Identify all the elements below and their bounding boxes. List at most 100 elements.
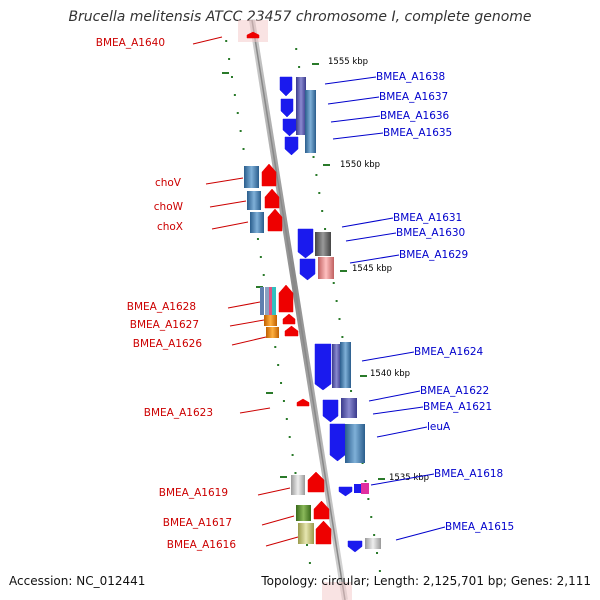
- map-title: Brucella melitensis ATCC 23457 chromosom…: [68, 9, 532, 25]
- gene-label-left: BMEA_A1627: [130, 319, 199, 331]
- gene-label-right: BMEA_A1615: [445, 521, 514, 533]
- left-tick-dot: [262, 274, 265, 276]
- kbp-tick-label: 1550 kbp: [340, 160, 380, 170]
- left-tick-mark: [222, 72, 229, 74]
- kbp-tick-label: 1540 kbp: [370, 369, 410, 379]
- right-tick-dot: [335, 300, 338, 302]
- right-tick-mark: [378, 478, 385, 480]
- left-tick-dot: [259, 256, 262, 258]
- left-tick-dot: [288, 436, 291, 438]
- gene-label-right: BMEA_A1622: [420, 385, 489, 397]
- gene-label-left: choW: [154, 201, 184, 213]
- left-tick-dot: [225, 40, 228, 42]
- gene-block-steel: [305, 90, 316, 153]
- gene-block-steel: [247, 191, 261, 210]
- gene-arrow-down: [338, 486, 353, 497]
- gene-arrow-down: [347, 540, 363, 553]
- gene-label-left: BMEA_A1617: [163, 517, 232, 529]
- gene-label-right: BMEA_A1621: [423, 401, 492, 413]
- right-tick-mark: [360, 375, 367, 377]
- gene-block-olive: [298, 523, 314, 544]
- accession-text: Accession: NC_012441: [9, 574, 146, 588]
- leader-line-right: [324, 76, 377, 85]
- gene-block-stripe: [265, 287, 269, 315]
- gene-label-right: BMEA_A1629: [399, 249, 468, 261]
- gene-label-right: BMEA_A1636: [380, 110, 450, 122]
- right-tick-dot: [364, 480, 367, 482]
- left-tick-dot: [230, 76, 233, 78]
- leader-line-right: [330, 115, 381, 123]
- topology-text: Topology: circular; Length: 2,125,701 bp…: [261, 574, 591, 588]
- gene-block-green: [296, 505, 311, 521]
- gene-arrow-up: [278, 284, 294, 313]
- left-tick-mark: [280, 476, 287, 478]
- gene-arrow-down: [284, 136, 299, 156]
- left-tick-dot: [280, 382, 283, 384]
- gene-label-right: BMEA_A1630: [396, 227, 465, 239]
- leader-line-left: [231, 336, 267, 346]
- leader-line-right: [361, 351, 415, 362]
- leader-line-right: [345, 232, 397, 242]
- leader-line-left: [265, 536, 299, 547]
- gene-label-left: BMEA_A1616: [167, 539, 237, 551]
- gene-block-magenta: [361, 483, 369, 494]
- left-tick-dot: [256, 238, 259, 240]
- right-tick-dot: [350, 390, 353, 392]
- gene-arrow-up: [315, 520, 332, 545]
- gene-arrow-down: [280, 98, 294, 118]
- gene-label-right: BMEA_A1618: [434, 468, 503, 480]
- gene-arrow-down: [314, 343, 332, 391]
- gene-block-purple: [341, 398, 357, 418]
- leader-line-left: [257, 487, 291, 496]
- right-tick-dot: [373, 534, 376, 536]
- left-tick-dot: [274, 346, 277, 348]
- gene-block-purple: [296, 77, 306, 135]
- genome-backbone-core: [251, 19, 346, 600]
- gene-arrow-up: [261, 163, 277, 187]
- right-tick-dot: [370, 516, 373, 518]
- gene-block-stripe: [272, 287, 276, 315]
- right-tick-dot: [318, 192, 321, 194]
- leader-line-left: [209, 200, 247, 208]
- gene-arrow-down: [297, 228, 314, 259]
- leader-line-right: [327, 96, 380, 105]
- leader-line-right: [332, 132, 384, 140]
- kbp-tick-label: 1545 kbp: [352, 264, 392, 274]
- gene-arrow-down: [282, 118, 297, 137]
- right-tick-mark: [323, 164, 330, 166]
- leader-line-left: [192, 36, 223, 45]
- gene-label-left: BMEA_A1626: [133, 338, 203, 350]
- gene-arrow-up: [282, 313, 296, 325]
- leader-line-left: [211, 221, 249, 230]
- gene-label-left: BMEA_A1628: [127, 301, 196, 313]
- leader-line-right: [395, 526, 446, 541]
- gene-label-right: BMEA_A1637: [379, 91, 448, 103]
- right-tick-mark: [340, 270, 347, 272]
- gene-arrow-down: [299, 258, 316, 281]
- gene-block-pink: [318, 257, 334, 279]
- gene-label-right: BMEA_A1631: [393, 212, 462, 224]
- gene-block-gray: [315, 232, 331, 256]
- gene-block-steel: [345, 424, 365, 463]
- gene-block-steel: [250, 212, 264, 233]
- leader-line-right: [370, 473, 435, 486]
- gene-label-left: BMEA_A1619: [159, 487, 228, 499]
- gene-label-left: BMEA_A1640: [96, 37, 165, 49]
- gene-arrow-down: [322, 399, 339, 423]
- right-tick-dot: [378, 570, 381, 572]
- right-tick-dot: [367, 498, 370, 500]
- gene-arrow-up: [296, 398, 310, 407]
- gene-arrow-up: [307, 471, 325, 493]
- top-fade-block: [238, 20, 268, 42]
- gene-block-lightgray: [291, 475, 305, 495]
- right-tick-dot: [338, 318, 341, 320]
- gene-label-right: leuA: [427, 421, 451, 433]
- leader-line-right: [376, 426, 428, 438]
- right-tick-dot: [376, 552, 379, 554]
- gene-block-steel: [244, 166, 259, 188]
- gene-block-steel: [340, 342, 351, 388]
- left-tick-dot: [242, 148, 245, 150]
- right-tick-dot: [295, 48, 298, 50]
- gene-arrow-up: [246, 31, 260, 39]
